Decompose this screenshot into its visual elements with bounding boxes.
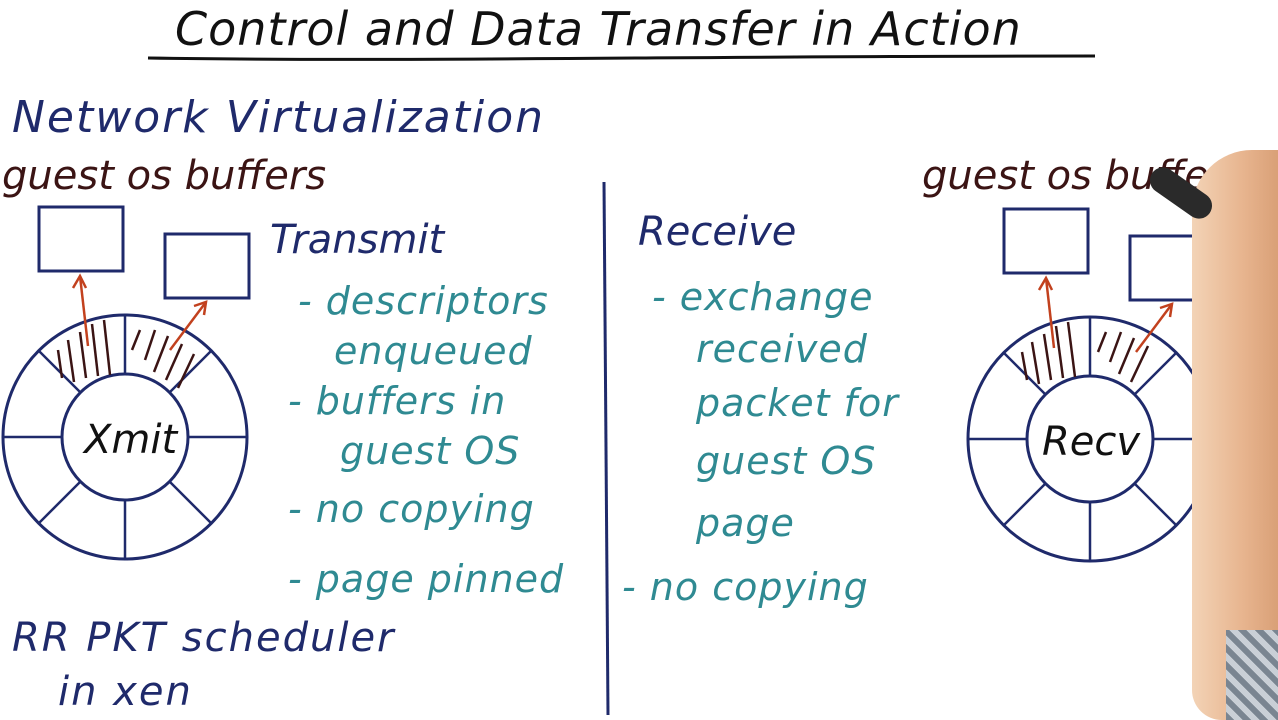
receive-item-4: guest OS xyxy=(696,439,877,483)
transmit-item-2: enqueued xyxy=(334,329,533,373)
recv-ring-label: Recv xyxy=(1042,419,1141,465)
transmit-item-1: - descriptors xyxy=(298,279,549,323)
section-subtitle: Network Virtualization xyxy=(12,92,546,143)
presenter-sleeve xyxy=(1226,630,1278,720)
left-buffers-label: guest os buffers xyxy=(2,153,327,199)
receive-item-3: packet for xyxy=(696,381,899,425)
receive-item-1: - exchange xyxy=(652,275,874,319)
transmit-heading: Transmit xyxy=(270,217,445,263)
right-buffer-box-1 xyxy=(1002,207,1090,275)
receive-item-2: received xyxy=(696,327,868,371)
presenter-hand xyxy=(1192,150,1278,720)
left-arrows xyxy=(71,273,208,351)
left-buffer-box-1 xyxy=(37,205,125,273)
xmit-ring-label: Xmit xyxy=(84,417,178,463)
scheduler-line-1: RR PKT scheduler xyxy=(12,615,396,661)
transmit-item-6: - page pinned xyxy=(288,557,565,601)
xmit-ring xyxy=(1,313,249,561)
center-divider xyxy=(602,181,610,716)
title-underline xyxy=(147,54,1096,61)
page-title: Control and Data Transfer in Action xyxy=(175,2,1022,56)
scheduler-line-2: in xen xyxy=(58,669,193,715)
left-buffer-box-2 xyxy=(163,232,251,300)
receive-item-6: - no copying xyxy=(622,565,869,609)
transmit-item-3: - buffers in xyxy=(288,379,507,423)
receive-item-5: page xyxy=(696,501,795,545)
transmit-item-4: guest OS xyxy=(340,429,521,473)
right-arrows xyxy=(1037,275,1174,353)
receive-heading: Receive xyxy=(638,209,797,255)
transmit-item-5: - no copying xyxy=(288,487,535,531)
